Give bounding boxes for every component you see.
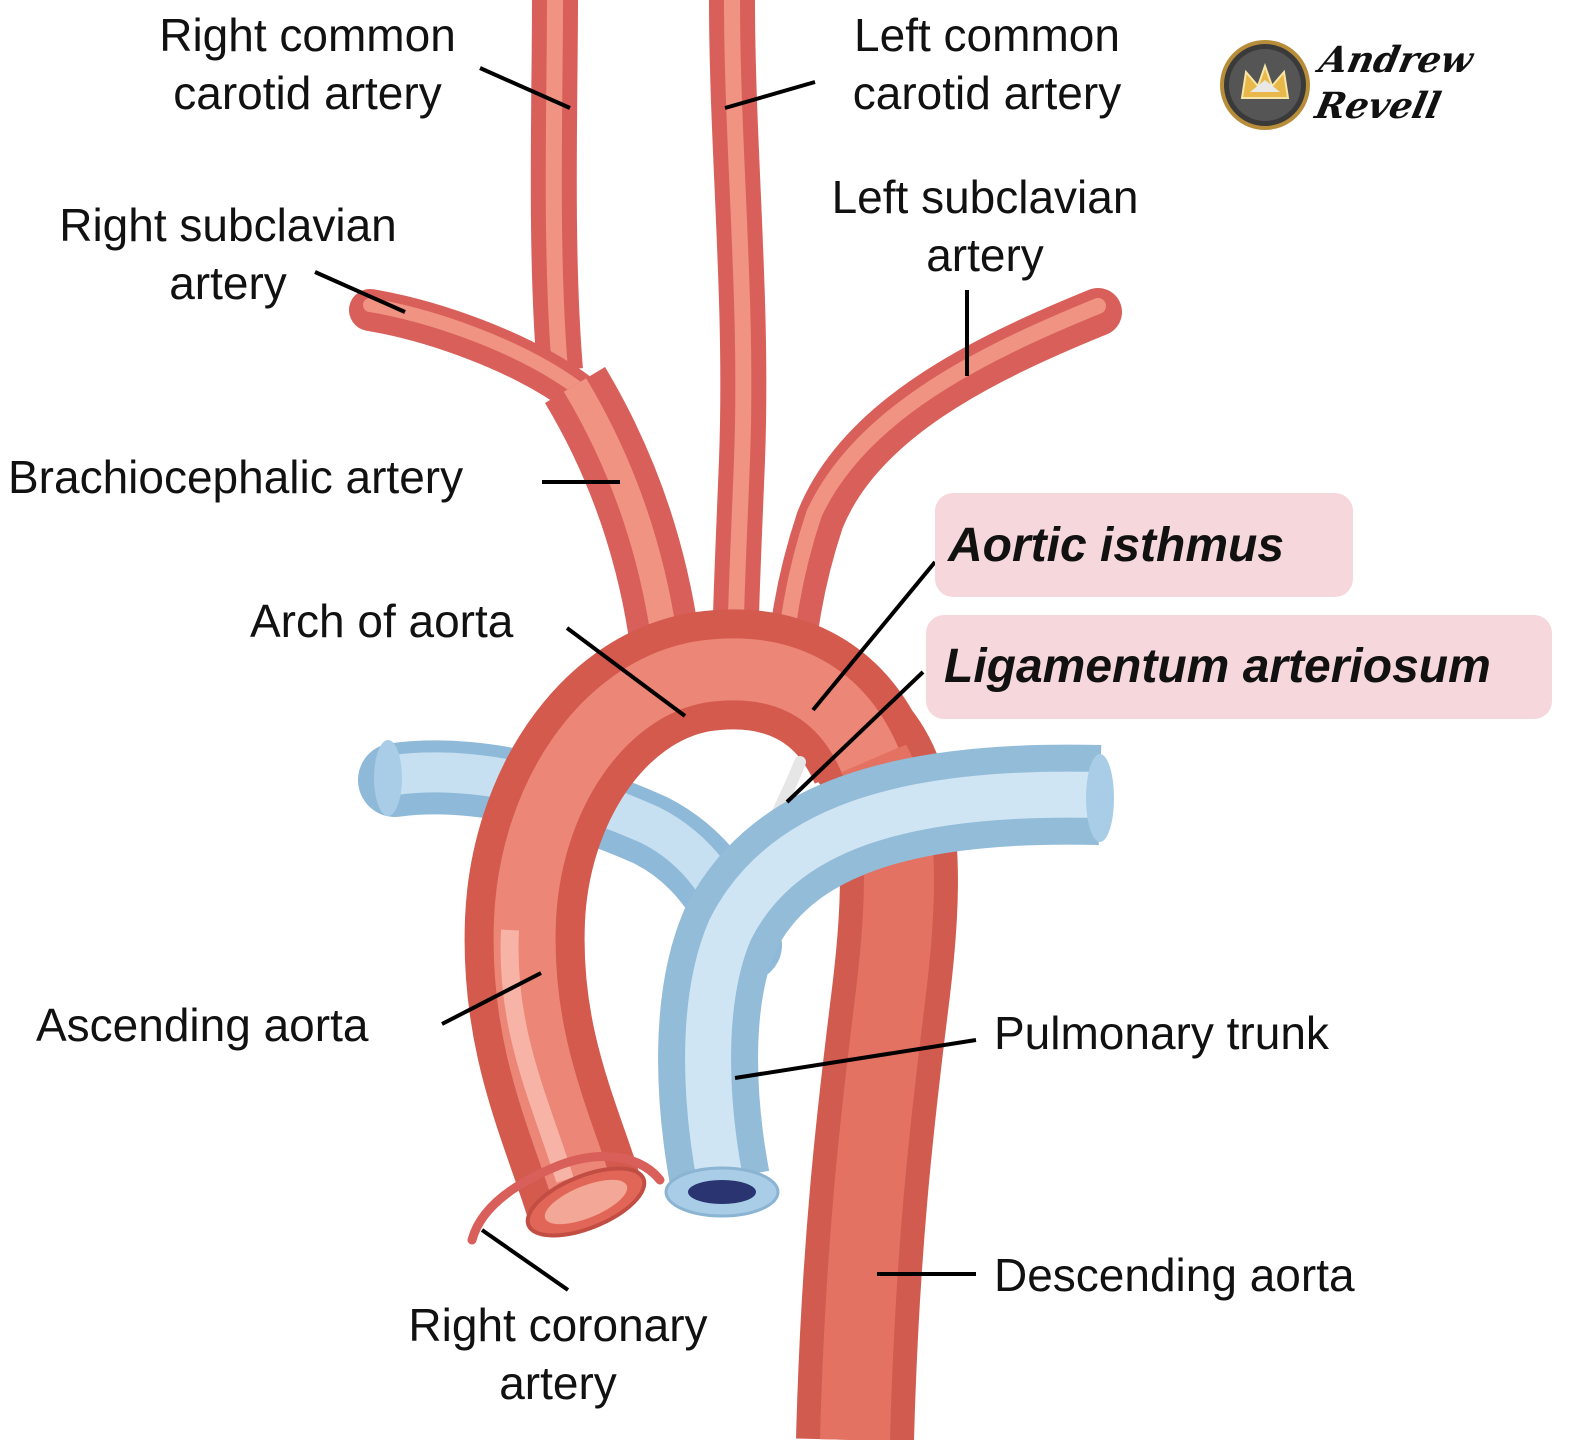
label-right-subclavian-line1: Right subclavian: [59, 199, 397, 251]
label-left-subclavian: Left subclavian artery: [800, 168, 1170, 284]
label-right-subclavian-line2: artery: [169, 257, 287, 309]
label-left-common-carotid: Left common carotid artery: [822, 6, 1152, 122]
aortic-arch-vessel: [464, 609, 926, 1238]
leader-arch-of-aorta: [565, 626, 687, 718]
label-left-subclavian-line1: Left subclavian: [831, 171, 1139, 223]
leader-ascending-aorta: [441, 971, 542, 1026]
leader-ligamentum-arteriosum: [785, 670, 925, 804]
andrew-revell-logo: Andrew Revell: [1220, 28, 1477, 138]
label-descending-aorta: Descending aorta: [994, 1249, 1355, 1301]
label-left-subclavian-line2: artery: [926, 229, 1044, 281]
label-right-common-carotid-line1: Right common: [159, 9, 456, 61]
label-pulmonary-trunk: Pulmonary trunk: [994, 1007, 1329, 1059]
label-right-coronary: Right coronary artery: [383, 1296, 733, 1412]
pulmonary-trunk-vessel: [658, 744, 1114, 1218]
leader-right-subclavian: [314, 270, 406, 314]
label-ascending-aorta: Ascending aorta: [36, 999, 369, 1051]
label-brachiocephalic: Brachiocephalic artery: [8, 451, 464, 503]
left-common-carotid-vessel: [709, 0, 767, 681]
logo-line1: Andrew: [1315, 39, 1477, 81]
label-aortic-isthmus: Aortic isthmus: [948, 519, 1285, 572]
label-right-coronary-line1: Right coronary: [408, 1299, 708, 1351]
logo-line2: Revell: [1311, 85, 1445, 127]
label-right-coronary-line2: artery: [499, 1357, 617, 1409]
label-ligamentum-arteriosum: Ligamentum arteriosum: [944, 640, 1491, 693]
label-right-common-carotid: Right common carotid artery: [135, 6, 480, 122]
leader-pulmonary-trunk: [734, 1038, 977, 1080]
right-coronary-vessel: [467, 1152, 665, 1245]
leader-left-common-carotid: [724, 80, 816, 110]
crown-badge-icon: [1220, 40, 1310, 130]
leader-lines: [314, 66, 977, 1292]
label-arch-of-aorta: Arch of aorta: [250, 595, 514, 647]
aortic-isthmus-highlight-box: [935, 493, 1353, 597]
leader-aortic-isthmus: [811, 560, 937, 712]
leader-right-coronary: [480, 1228, 570, 1292]
label-left-common-carotid-line2: carotid artery: [852, 67, 1122, 119]
label-left-common-carotid-line1: Left common: [854, 9, 1120, 61]
label-right-subclavian: Right subclavian artery: [28, 196, 428, 312]
label-right-common-carotid-line2: carotid artery: [173, 67, 442, 119]
ligamentum-arteriosum-highlight-box: [926, 615, 1552, 719]
leader-right-common-carotid: [479, 66, 571, 110]
